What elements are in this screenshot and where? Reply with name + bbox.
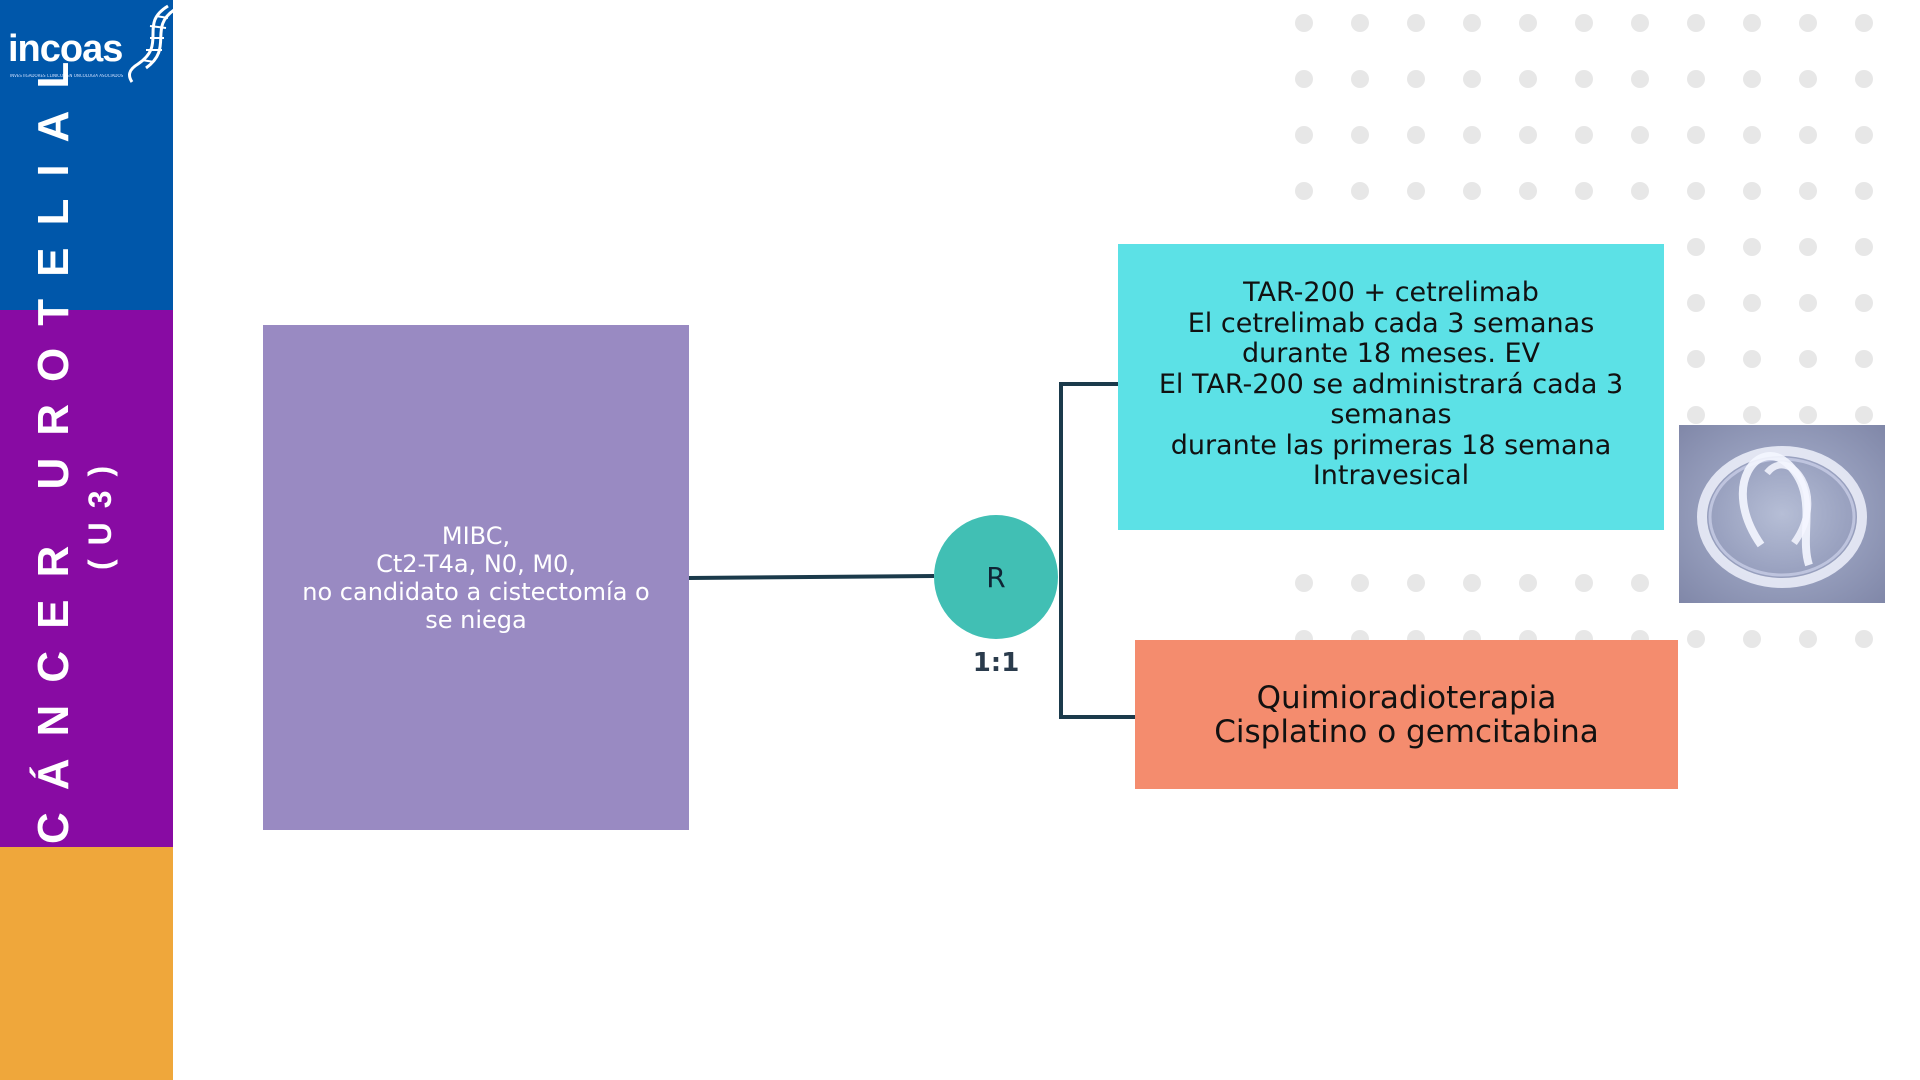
decorative-dot xyxy=(1295,126,1313,144)
decorative-dot xyxy=(1463,14,1481,32)
arm-b-text: Quimioradioterapia Cisplatino o gemcitab… xyxy=(1214,679,1599,750)
randomization-ratio: 1:1 xyxy=(972,648,1020,678)
decorative-dot xyxy=(1463,574,1481,592)
decorative-dot xyxy=(1687,406,1705,424)
decorative-dot xyxy=(1519,574,1537,592)
decorative-dot xyxy=(1351,574,1369,592)
decorative-dot xyxy=(1743,406,1761,424)
decorative-dot xyxy=(1743,14,1761,32)
decorative-dot xyxy=(1351,14,1369,32)
decorative-dot xyxy=(1799,126,1817,144)
logo-subtitle: INVESTIGADORES CLÍNICOS EN ONCOLOGÍA ASO… xyxy=(10,74,124,78)
decorative-dot xyxy=(1687,630,1705,648)
population-box: MIBC, Ct2-T4a, N0, M0, no candidato a ci… xyxy=(263,325,689,830)
decorative-dot xyxy=(1743,238,1761,256)
decorative-dot xyxy=(1575,182,1593,200)
arm-a-box: TAR-200 + cetrelimab El cetrelimab cada … xyxy=(1118,244,1664,530)
decorative-dot xyxy=(1295,14,1313,32)
decorative-dot xyxy=(1407,14,1425,32)
decorative-dot xyxy=(1519,70,1537,88)
decorative-dot xyxy=(1351,70,1369,88)
decorative-dot xyxy=(1631,70,1649,88)
randomization-label: R xyxy=(986,560,1006,594)
decorative-dot xyxy=(1855,350,1873,368)
decorative-dot xyxy=(1463,70,1481,88)
sidebar-middle-band xyxy=(0,310,173,847)
decorative-dot xyxy=(1631,14,1649,32)
decorative-dot xyxy=(1743,350,1761,368)
decorative-dot xyxy=(1631,574,1649,592)
decorative-dot xyxy=(1855,70,1873,88)
decorative-dot xyxy=(1799,238,1817,256)
decorative-dot xyxy=(1407,70,1425,88)
decorative-dot xyxy=(1295,70,1313,88)
decorative-dot xyxy=(1575,126,1593,144)
randomization-node: R xyxy=(934,515,1058,639)
decorative-dot xyxy=(1743,70,1761,88)
decorative-dot xyxy=(1575,70,1593,88)
decorative-dot xyxy=(1855,630,1873,648)
decorative-dot xyxy=(1295,182,1313,200)
decorative-dot xyxy=(1855,294,1873,312)
decorative-dot xyxy=(1799,630,1817,648)
decorative-dot xyxy=(1799,406,1817,424)
decorative-dot xyxy=(1855,182,1873,200)
decorative-dot xyxy=(1687,238,1705,256)
decorative-dot xyxy=(1743,294,1761,312)
tar-200-device-photo xyxy=(1679,425,1885,603)
decorative-dot xyxy=(1687,14,1705,32)
decorative-dot xyxy=(1575,574,1593,592)
decorative-dot xyxy=(1631,126,1649,144)
logo-text: incoas xyxy=(8,28,123,70)
decorative-dot xyxy=(1519,182,1537,200)
decorative-dot xyxy=(1799,70,1817,88)
decorative-dot xyxy=(1351,126,1369,144)
decorative-dot xyxy=(1743,126,1761,144)
decorative-dot xyxy=(1855,406,1873,424)
decorative-dot xyxy=(1687,350,1705,368)
decorative-dot xyxy=(1407,126,1425,144)
decorative-dot xyxy=(1351,182,1369,200)
decorative-dot xyxy=(1687,70,1705,88)
arm-b-box: Quimioradioterapia Cisplatino o gemcitab… xyxy=(1135,640,1678,789)
decorative-dot xyxy=(1855,126,1873,144)
decorative-dot xyxy=(1407,182,1425,200)
decorative-dot xyxy=(1687,126,1705,144)
decorative-dot xyxy=(1687,294,1705,312)
decorative-dot xyxy=(1799,294,1817,312)
decorative-dot xyxy=(1855,238,1873,256)
incoas-logo: incoas INVESTIGADORES CLÍNICOS EN ONCOLO… xyxy=(8,2,175,83)
device-illustration xyxy=(1697,446,1867,588)
decorative-dot xyxy=(1295,574,1313,592)
decorative-dot xyxy=(1799,14,1817,32)
arm-a-text: TAR-200 + cetrelimab El cetrelimab cada … xyxy=(1158,277,1624,491)
decorative-dot xyxy=(1687,182,1705,200)
decorative-dot xyxy=(1463,126,1481,144)
decorative-dot xyxy=(1743,182,1761,200)
sidebar-bottom-band xyxy=(0,847,173,1080)
sidebar-top-band xyxy=(0,0,173,310)
dna-helix-icon xyxy=(128,4,175,83)
decorative-dot xyxy=(1631,182,1649,200)
decorative-dot xyxy=(1519,126,1537,144)
decorative-dot xyxy=(1743,630,1761,648)
decorative-dot xyxy=(1519,14,1537,32)
decorative-dot xyxy=(1799,182,1817,200)
decorative-dot xyxy=(1855,14,1873,32)
decorative-dot xyxy=(1575,14,1593,32)
decorative-dot xyxy=(1407,574,1425,592)
decorative-dot xyxy=(1799,350,1817,368)
population-text: MIBC, Ct2-T4a, N0, M0, no candidato a ci… xyxy=(302,521,650,634)
decorative-dot xyxy=(1463,182,1481,200)
